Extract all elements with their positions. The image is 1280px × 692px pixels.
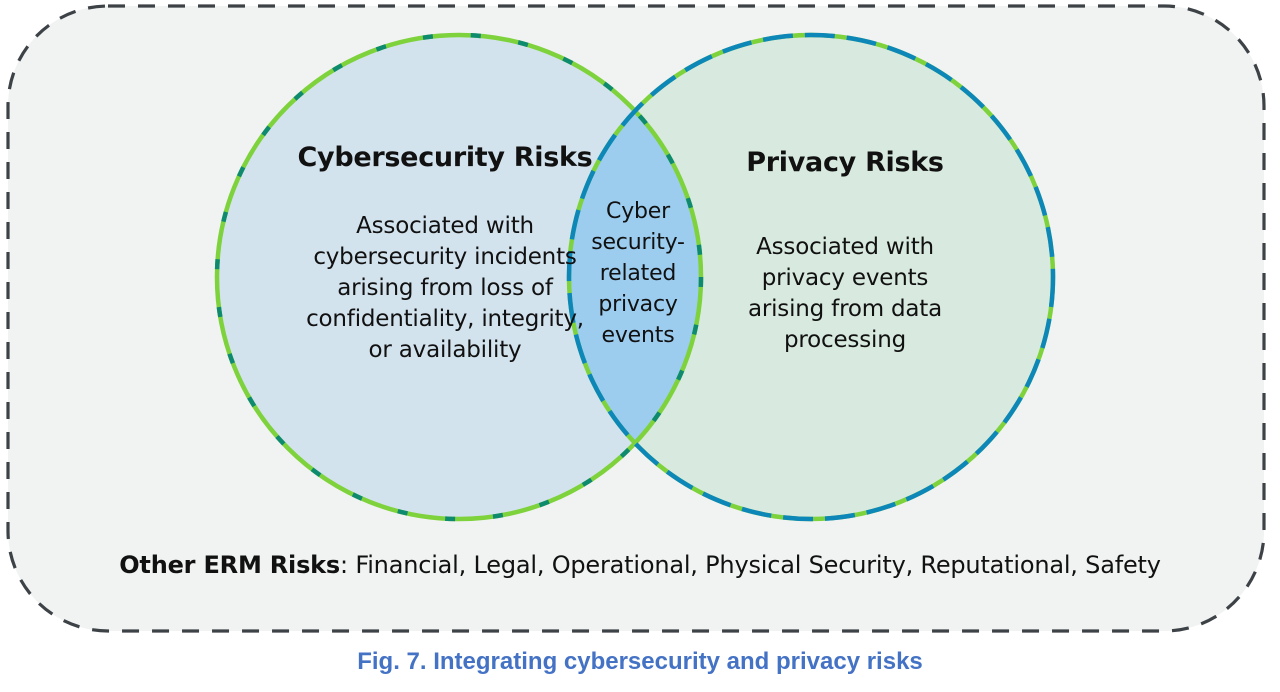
lens-line: related — [599, 261, 677, 286]
privacy-circle-dashes — [566, 32, 1056, 522]
cybersecurity-risks-title: Cybersecurity Risks — [297, 142, 593, 173]
privacy-risks-circle — [569, 35, 1053, 519]
other-erm-risks: Other ERM Risks: Financial, Legal, Opera… — [0, 551, 1280, 579]
desc-line: Associated with — [356, 213, 534, 239]
intersection-label: Cyber security- related privacy events — [568, 196, 708, 351]
cybersecurity-risks-description: Associated with cybersecurity incidents … — [230, 211, 660, 366]
cybersecurity-circle-dashes — [214, 32, 704, 522]
desc-line: privacy events — [761, 265, 929, 291]
lens-line: security- — [591, 230, 685, 255]
desc-line: arising from data — [747, 296, 943, 322]
desc-line: confidentiality, integrity, — [306, 306, 584, 332]
privacy-risks-description: Associated with privacy events arising f… — [660, 232, 1030, 356]
desc-line: Associated with — [756, 234, 934, 260]
lens-line: events — [601, 323, 675, 348]
other-erm-risks-items: Financial, Legal, Operational, Physical … — [355, 551, 1161, 579]
desc-line: arising from loss of — [337, 275, 553, 301]
other-erm-risks-label: Other ERM Risks — [119, 551, 341, 579]
desc-line: cybersecurity incidents — [313, 244, 577, 270]
desc-line: processing — [784, 327, 906, 353]
lens-line: privacy — [598, 292, 678, 317]
cybersecurity-risks-circle — [217, 35, 701, 519]
other-erm-risks-separator: : — [340, 551, 356, 579]
desc-line: or availability — [368, 337, 522, 363]
privacy-risks-title: Privacy Risks — [746, 147, 944, 178]
lens-line: Cyber — [606, 199, 670, 224]
figure-caption: Fig. 7. Integrating cybersecurity and pr… — [357, 648, 923, 675]
